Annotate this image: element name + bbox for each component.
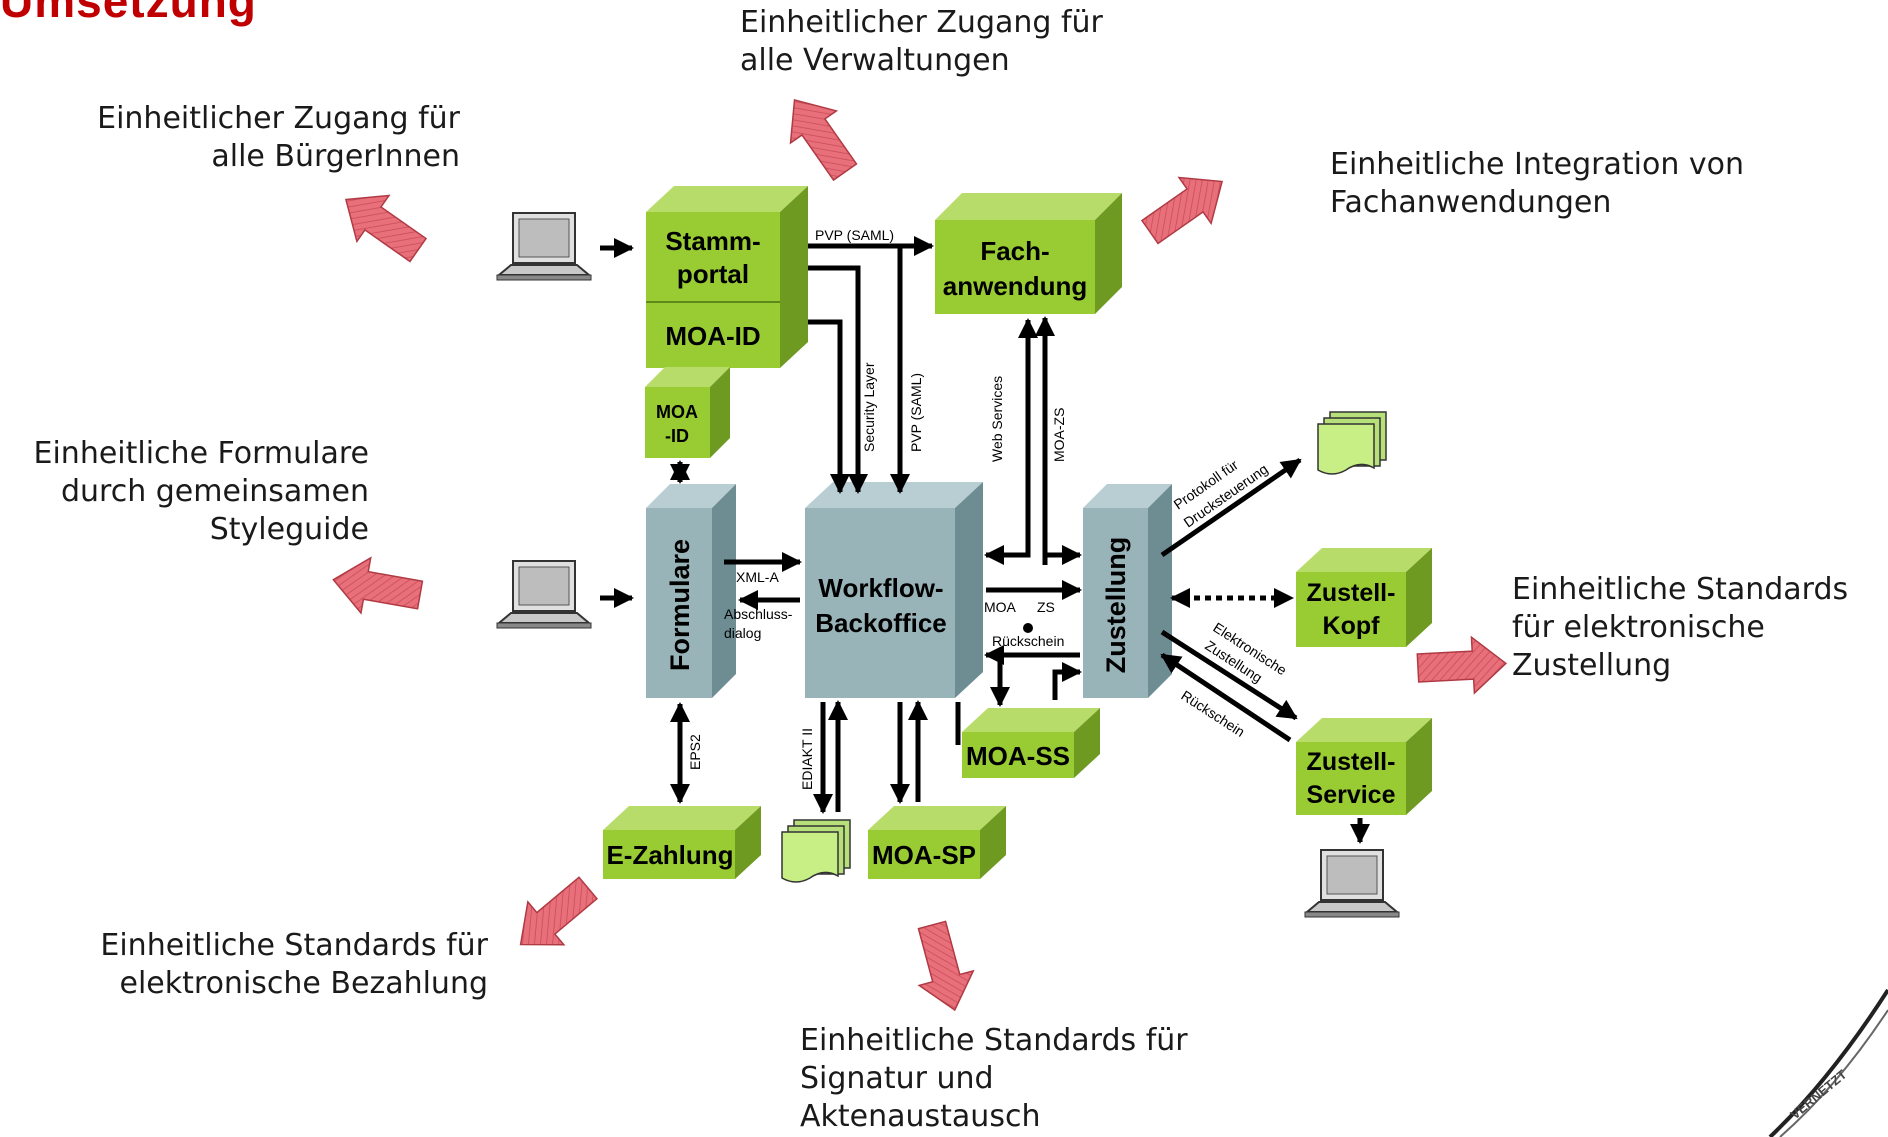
callout-fachanwendungen-line-1: Einheitliche Integration von: [1330, 147, 1745, 182]
callout-zustellung-line-3: Zustellung: [1512, 648, 1672, 683]
moa-id-small-label-1: MOA: [656, 402, 698, 422]
stammportal-label-1: Stamm-: [665, 226, 760, 256]
callout-arrow-bezahlung: [519, 876, 599, 946]
zustell-kopf-box: Zustell- Kopf: [1296, 548, 1432, 647]
edge-label-eps2: EPS2: [687, 734, 703, 770]
callout-verwaltungen: Einheitlicher Zugang für alle Verwaltung…: [740, 4, 1103, 80]
fachanwendung-label-1: Fach-: [980, 236, 1049, 266]
watermark-stamp: VERNETZT: [1768, 988, 1888, 1137]
laptop-icon: [496, 560, 592, 629]
callout-formulare: Einheitliche Formulare durch gemeinsamen…: [10, 435, 369, 549]
callout-buerger: Einheitlicher Zugang für alle BürgerInne…: [74, 100, 460, 176]
callout-formulare-line-2: durch gemeinsamen: [60, 474, 369, 509]
document-stack-icon: [1317, 411, 1387, 475]
edge-label-zs: ZS: [1037, 599, 1055, 615]
moa-sp-label: MOA-SP: [872, 840, 976, 870]
callout-arrow-up-verwaltungen: [789, 98, 858, 182]
formulare-box: Formulare: [646, 484, 736, 698]
moa-ss-box: MOA-SS: [962, 708, 1100, 778]
e-zahlung-label: E-Zahlung: [606, 840, 733, 870]
stammportal-label-2: portal: [677, 259, 749, 289]
callout-arrow-fachanwendungen: [1140, 176, 1224, 245]
zustell-service-box: Zustell- Service: [1296, 718, 1432, 815]
document-stack-icon: [781, 819, 851, 883]
callout-fachanwendungen: Einheitliche Integration von Fachanwendu…: [1330, 146, 1745, 222]
callout-signatur-line-3: Aktenaustausch: [800, 1099, 1041, 1134]
callout-bezahlung-line-2: elektronische Bezahlung: [119, 966, 488, 1001]
stammportal-box: Stamm- portal MOA-ID: [646, 186, 808, 368]
zustell-service-label-1: Zustell-: [1307, 748, 1396, 776]
callout-buerger-line-2: alle BürgerInnen: [211, 139, 460, 174]
laptop-icon: [1304, 849, 1400, 918]
callout-formulare-line-1: Einheitliche Formulare: [33, 436, 369, 471]
edge-label-rueckschein-2: Rückschein: [1178, 687, 1247, 740]
watermark-text: VERNETZT: [1787, 1067, 1849, 1123]
moa-id-small-box: MOA -ID: [645, 367, 730, 458]
moa-ss-label: MOA-SS: [966, 741, 1070, 771]
callout-verwaltungen-line-1: Einheitlicher Zugang für: [740, 5, 1103, 40]
header-fragment: Umsetzung: [0, 0, 257, 27]
callout-signatur: Einheitliche Standards für Signatur und …: [800, 1022, 1188, 1136]
zustell-kopf-label-1: Zustell-: [1307, 579, 1396, 607]
junction-dot: [1023, 623, 1033, 633]
moa-sp-box: MOA-SP: [868, 806, 1006, 879]
callout-formulare-line-3: Styleguide: [209, 512, 369, 547]
callout-verwaltungen-line-2: alle Verwaltungen: [740, 43, 1010, 78]
callout-bezahlung: Einheitliche Standards für elektronische…: [60, 927, 488, 1003]
callout-signatur-line-2: Signatur und: [800, 1061, 994, 1096]
workflow-label-1: Workflow-: [818, 573, 943, 603]
moa-id-label: MOA-ID: [665, 321, 760, 351]
workflow-label-2: Backoffice: [815, 608, 947, 638]
callout-zustellung-line-1: Einheitliche Standards: [1512, 572, 1849, 607]
zustellung-label: Zustellung: [1101, 537, 1131, 674]
callout-fachanwendungen-line-2: Fachanwendungen: [1330, 185, 1612, 220]
zustell-service-label-2: Service: [1307, 781, 1396, 809]
moa-id-small-label-2: -ID: [665, 426, 689, 446]
formulare-label: Formulare: [665, 539, 695, 671]
callout-bezahlung-line-1: Einheitliche Standards für: [100, 928, 488, 963]
edge-label-abschluss-2: dialog: [724, 625, 761, 641]
edge-label-abschluss-1: Abschluss-: [724, 606, 793, 622]
e-zahlung-box: E-Zahlung: [603, 806, 761, 879]
edge-label-web-services: Web Services: [989, 376, 1005, 462]
zustell-kopf-label-2: Kopf: [1323, 612, 1381, 640]
callout-arrow-formulare: [332, 556, 424, 615]
edge-label-pvp-saml: PVP (SAML): [815, 227, 894, 243]
zustellung-box: Zustellung: [1083, 484, 1172, 698]
connectors: [600, 236, 1370, 844]
edge-label-moa-zs: MOA-ZS: [1051, 408, 1067, 462]
callout-buerger-line-1: Einheitlicher Zugang für: [97, 101, 460, 136]
fachanwendung-label-2: anwendung: [943, 271, 1087, 301]
edge-label-xml-a: XML-A: [736, 569, 779, 585]
edge-label-ediakt: EDIAKT II: [799, 728, 815, 790]
edge-label-pvp-saml-vertical: PVP (SAML): [908, 373, 924, 452]
workflow-backoffice-box: Workflow- Backoffice: [805, 482, 983, 698]
laptop-icon: [496, 212, 592, 281]
fachanwendung-box: Fach- anwendung: [935, 193, 1122, 314]
edge-label-security-layer: Security Layer: [861, 362, 877, 452]
callout-signatur-line-1: Einheitliche Standards für: [800, 1023, 1188, 1058]
edge-label-rueckschein: Rückschein: [992, 633, 1064, 649]
edge-label-moa: MOA: [984, 599, 1017, 615]
callout-arrow-buerger: [344, 194, 428, 263]
callout-arrow-zustellung: [1416, 635, 1508, 695]
callout-zustellung-line-2: für elektronische: [1512, 610, 1765, 645]
callout-zustellung: Einheitliche Standards für elektronische…: [1512, 571, 1849, 685]
callout-arrow-signatur: [917, 920, 975, 1012]
